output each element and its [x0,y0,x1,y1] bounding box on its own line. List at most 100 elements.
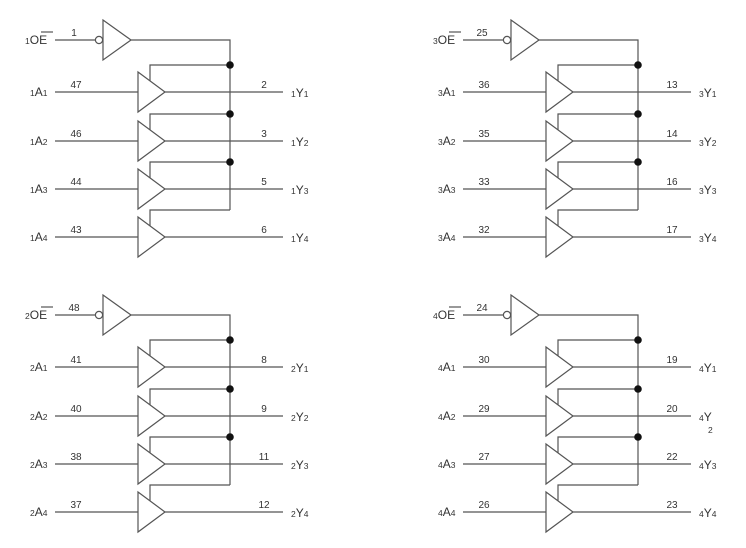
output-signal-name: Y [704,183,712,197]
output-pin-number: 14 [666,129,678,140]
output-signal-name: Y [296,135,304,149]
buffer-triangle-icon [137,167,167,211]
input-label: 1A1 [30,85,48,99]
output-group-prefix: 3 [699,138,704,148]
buffer-triangle-icon [137,70,167,114]
enable-stub-wire [149,209,230,226]
input-index: 3 [451,460,456,470]
output-index: 3 [712,461,717,471]
enable-stub-wire [557,209,638,226]
input-index: 4 [43,233,48,243]
input-label: 2A1 [30,360,48,374]
output-signal-name: Y [296,183,304,197]
buffer-triangle-icon [545,490,575,534]
output-index: 4 [304,234,309,244]
input-group-prefix: 2 [30,363,35,373]
input-label: 1A4 [30,230,48,244]
input-label: 4A4 [438,505,456,519]
input-index: 1 [451,88,456,98]
input-signal-name: A [443,85,451,99]
enable-bus-wire [131,314,231,485]
output-signal-name: Y [704,86,712,100]
buffer-triangle-icon [137,490,167,534]
output-pin-number: 19 [666,355,678,366]
enable-bus-wire [539,314,639,485]
input-pin-number: 27 [478,452,490,463]
output-group-prefix: 2 [291,413,296,423]
buffer-triangle-icon [545,394,575,438]
input-signal-name: A [35,360,43,374]
output-label: 1Y2 [291,135,309,149]
input-label: 2A3 [30,457,48,471]
input-signal-name: A [35,457,43,471]
input-label: 1A2 [30,134,48,148]
enable-stub-wire [149,64,230,81]
enable-signal-name: OE [438,33,455,47]
input-pin-number: 36 [478,80,490,91]
output-pin-number: 5 [261,177,267,188]
input-group-prefix: 2 [30,460,35,470]
enable-stub-wire [557,484,638,501]
output-pin-number: 20 [666,404,678,415]
output-signal-name: Y [296,86,304,100]
output-group-prefix: 2 [291,364,296,374]
junction-dot-icon [634,385,642,393]
output-signal-name: Y [296,361,304,375]
enable-stub-wire [149,339,230,356]
output-label: 3Y4 [699,231,717,245]
enable-stub-wire [149,388,230,405]
output-index: 3 [712,186,717,196]
output-pin-number: 13 [666,80,678,91]
input-signal-name: A [35,134,43,148]
enable-label: 3OE [433,33,455,47]
buffer-triangle-icon [545,70,575,114]
output-signal-name: Y [296,506,304,520]
output-index: 1 [304,364,309,374]
junction-dot-icon [634,336,642,344]
output-pin-number: 17 [666,225,678,236]
input-label: 2A2 [30,409,48,423]
output-label: 2Y2 [291,410,309,424]
output-label: 4Y1 [699,361,717,375]
input-index: 2 [451,412,456,422]
output-label: 1Y4 [291,231,309,245]
junction-dot-icon [226,158,234,166]
input-group-prefix: 3 [438,185,443,195]
output-index: 4 [712,509,717,519]
output-index: 2 [304,413,309,423]
output-signal-name: Y [704,361,712,375]
output-group-prefix: 1 [291,186,296,196]
junction-dot-icon [226,385,234,393]
enable-signal-name: OE [30,33,47,47]
output-signal-name: Y [296,231,304,245]
enable-buffer-triangle-icon [510,293,541,337]
inversion-bubble-icon [94,310,104,320]
buffer-triangle-icon [545,442,575,486]
buffer-triangle-icon [137,119,167,163]
input-index: 1 [451,363,456,373]
output-label: 2Y1 [291,361,309,375]
output-signal-name: Y [704,458,712,472]
output-group-prefix: 3 [699,186,704,196]
enable-stub-wire [149,436,230,453]
output-pin-number: 22 [666,452,678,463]
enable-buffer-triangle-icon [102,293,133,337]
enable-group-prefix: 2 [25,311,30,321]
input-label: 3A1 [438,85,456,99]
junction-dot-icon [634,61,642,69]
input-group-prefix: 4 [438,460,443,470]
input-pin-number: 46 [70,129,82,140]
output-label: 1Y1 [291,86,309,100]
input-label: 4A3 [438,457,456,471]
output-pin-number: 9 [261,404,267,415]
input-index: 1 [43,88,48,98]
input-signal-name: A [443,457,451,471]
